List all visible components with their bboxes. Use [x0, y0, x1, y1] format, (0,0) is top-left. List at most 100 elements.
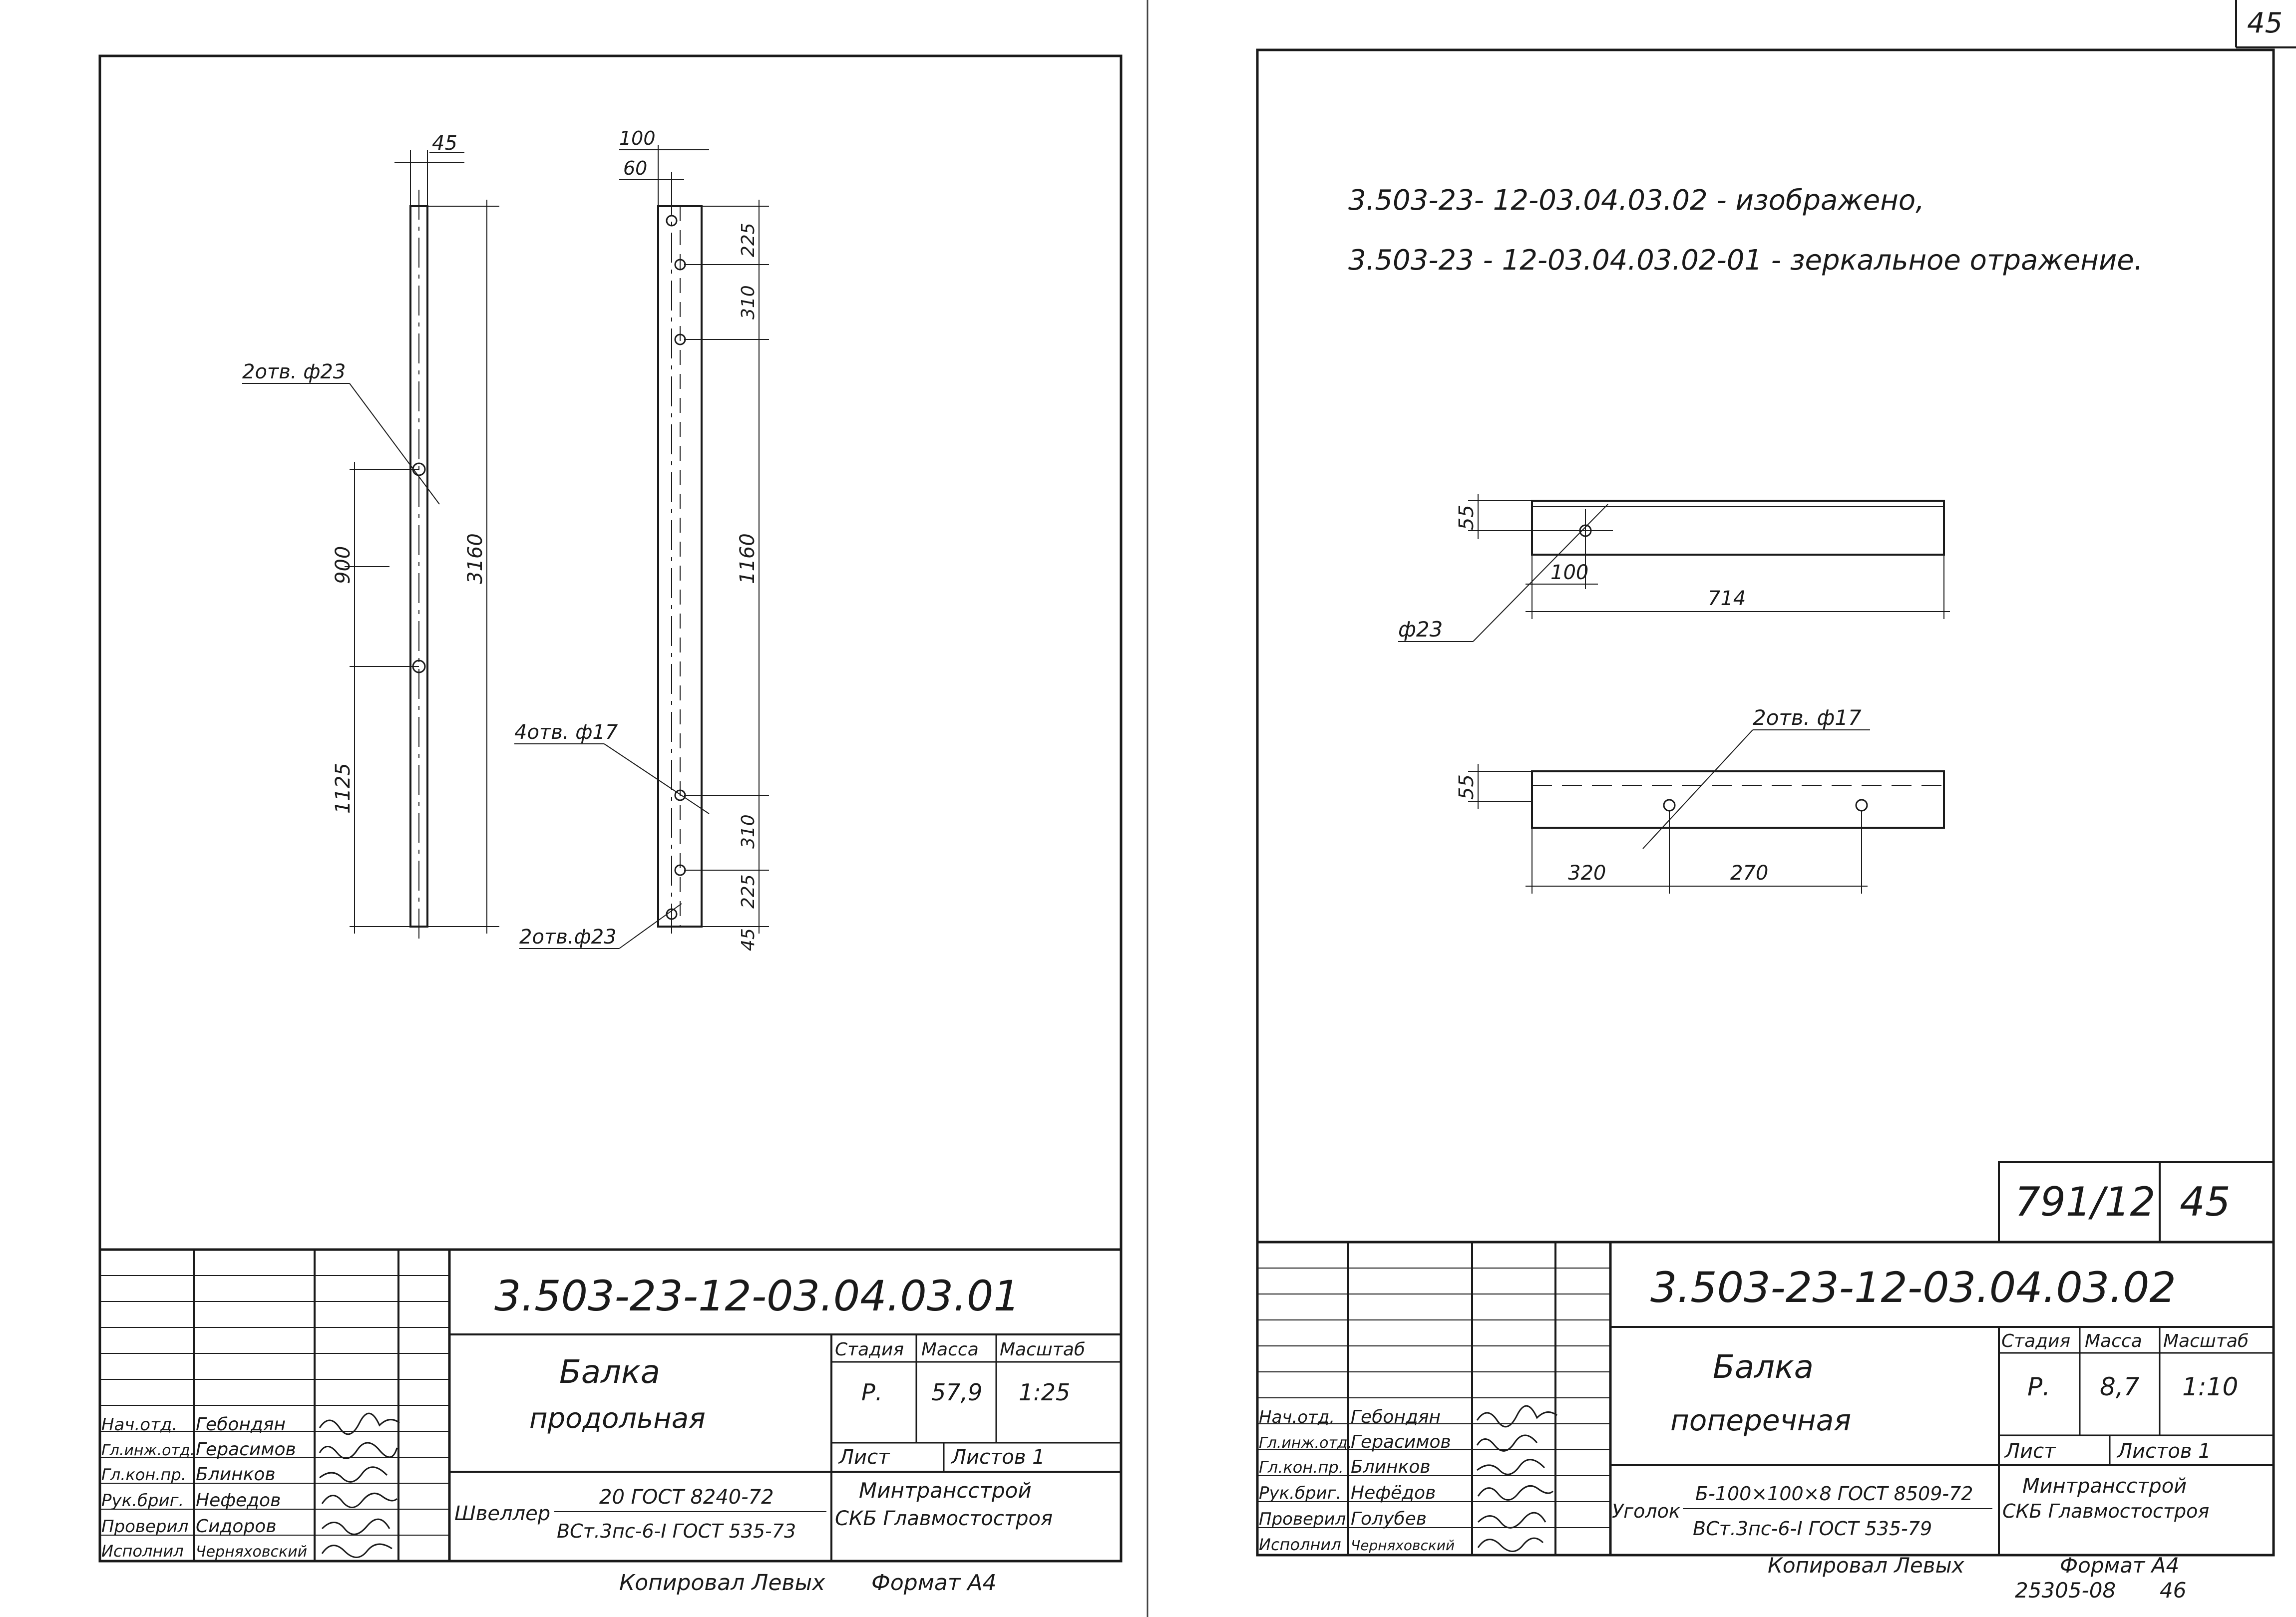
right-role-1: Гл.инж.отд.: [1259, 1434, 1352, 1452]
dim-a-1125: 1125: [332, 763, 355, 814]
left-scale: 1:25: [1019, 1379, 1070, 1406]
right-footer-code: 25305-08: [2015, 1578, 2116, 1603]
right-name-1: Герасимов: [1351, 1432, 1451, 1452]
right-note-line1: 3.503-23- 12-03.04.03.02 - изображено,: [1348, 184, 1924, 217]
right-org-line1: Минтрансстрой: [2022, 1475, 2187, 1498]
hole-note-a: 2отв. ф23: [242, 360, 346, 383]
left-role-3: Рук.бриг.: [101, 1491, 184, 1511]
left-role-1: Гл.инж.отд.: [101, 1442, 195, 1459]
right-stage: Р.: [2027, 1372, 2050, 1401]
signature-r3: [1477, 1485, 1554, 1501]
right-scale: 1:10: [2182, 1372, 2238, 1401]
dim-top-100: 100: [1550, 561, 1588, 584]
left-designation: 3.503-23-12-03.04.03.01: [494, 1272, 1020, 1320]
right-name-5: Черняховский: [1351, 1537, 1455, 1554]
angle-bottom-hole-1: [1663, 799, 1676, 812]
left-footer-format: Формат А4: [871, 1570, 997, 1596]
right-role-3: Рук.бриг.: [1259, 1483, 1341, 1503]
right-role-2: Гл.кон.пр.: [1259, 1458, 1344, 1477]
left-role-0: Нач.отд.: [101, 1415, 177, 1435]
dim-bottom-270: 270: [1730, 862, 1768, 885]
left-drawing-b: 100 60 225 310 1160 310 225 45 4отв. ф17…: [514, 127, 769, 951]
left-hdr-scale: Масштаб: [1000, 1339, 1085, 1360]
left-drawing-a: 45 3160 900 1125 2отв. ф23: [242, 132, 499, 939]
signature-r0: [1476, 1405, 1557, 1428]
right-title-block: 3.503-23-12-03.04.03.02 Балка поперечная…: [1257, 1241, 2274, 1555]
left-name-line2: продольная: [529, 1402, 706, 1435]
hole-note-b-23: 2отв.ф23: [519, 926, 617, 949]
left-mass: 57,9: [931, 1379, 982, 1406]
signature-r1: [1476, 1434, 1538, 1452]
dim-top-55: 55: [1455, 505, 1478, 530]
right-role-5: Исполнил: [1259, 1535, 1341, 1554]
signature-2: [319, 1466, 388, 1483]
stamp-page: 45: [2180, 1179, 2231, 1225]
left-name-2: Блинков: [196, 1464, 276, 1485]
right-name-2: Блинков: [1351, 1457, 1431, 1477]
angle-bottom-hole-2: [1855, 799, 1868, 812]
hole-note-top: ф23: [1398, 617, 1443, 642]
left-name-5: Черняховский: [196, 1543, 307, 1561]
hole-b-1: [666, 215, 678, 227]
right-designation: 3.503-23-12-03.04.03.02: [1650, 1263, 2176, 1312]
right-material-line2: ВСт.3пс-6-I ГОСТ 535-79: [1693, 1518, 1932, 1540]
right-name-0: Гебондян: [1351, 1407, 1441, 1427]
stamp-number: 791/12: [2015, 1179, 2155, 1225]
right-hdr-stage: Стадия: [2001, 1331, 2070, 1351]
signature-r2: [1477, 1459, 1545, 1475]
left-name-line1: Балка: [559, 1354, 660, 1391]
left-hdr-stage: Стадия: [835, 1339, 904, 1360]
left-footer-copied: Копировал Левых: [619, 1570, 825, 1596]
dim-bottom-55: 55: [1455, 774, 1478, 800]
right-footer-copied: Копировал Левых: [1768, 1553, 1965, 1578]
dim-b-225-bot: 225: [738, 874, 759, 909]
dim-a-900: 900: [332, 546, 355, 584]
dim-top-714: 714: [1708, 587, 1746, 610]
signature-5: [321, 1543, 392, 1558]
left-sheets-label: Листов 1: [950, 1446, 1045, 1469]
left-hdr-mass: Масса: [921, 1339, 979, 1360]
right-name-4: Голубев: [1351, 1509, 1427, 1529]
angle-bottom-outline: [1531, 770, 1945, 829]
angle-top-outline: [1531, 500, 1945, 556]
dim-b-45: 45: [738, 928, 759, 951]
right-note-line2: 3.503-23 - 12-03.04.03.02-01 - зеркально…: [1348, 244, 2143, 277]
dim-a-width: 45: [432, 132, 457, 155]
dim-a-3160: 3160: [464, 533, 487, 584]
right-material-line1: Б-100×100×8 ГОСТ 8509-72: [1695, 1483, 1973, 1505]
right-role-0: Нач.отд.: [1259, 1407, 1335, 1427]
left-role-4: Проверил: [101, 1517, 188, 1537]
signature-0: [319, 1412, 400, 1435]
left-name-0: Гебондян: [196, 1414, 286, 1435]
signature-r4: [1477, 1512, 1546, 1529]
right-drawing-top: 55 100 714 ф23: [1398, 494, 1950, 642]
left-role-5: Исполнил: [101, 1542, 184, 1561]
dim-b-310-top: 310: [738, 285, 759, 320]
left-role-2: Гл.кон.пр.: [101, 1465, 186, 1484]
right-hdr-scale: Масштаб: [2163, 1331, 2249, 1351]
dim-b-225-top: 225: [738, 223, 759, 257]
page-corner-number: 45: [2247, 7, 2283, 39]
dim-b-1160: 1160: [736, 533, 759, 584]
left-material-type: Швеллер: [454, 1502, 550, 1525]
left-name-3: Нефедов: [196, 1490, 281, 1511]
right-mass: 8,7: [2100, 1372, 2140, 1401]
right-name-line2: поперечная: [1670, 1403, 1851, 1437]
left-stage: Р.: [861, 1379, 882, 1406]
left-org-line2: СКБ Главмостостроя: [835, 1507, 1053, 1530]
dim-b-310-bot: 310: [738, 814, 759, 849]
left-sheet-label: Лист: [838, 1446, 890, 1469]
left-material-line1: 20 ГОСТ 8240-72: [599, 1486, 774, 1509]
left-name-1: Герасимов: [196, 1439, 296, 1460]
right-org-line2: СКБ Главмостостроя: [2002, 1500, 2209, 1522]
right-hdr-mass: Масса: [2085, 1331, 2142, 1351]
signature-1: [319, 1442, 398, 1459]
left-name-4: Сидоров: [196, 1516, 277, 1537]
hole-note-b-17: 4отв. ф17: [514, 721, 618, 744]
left-org-line1: Минтрансстрой: [859, 1478, 1032, 1503]
right-material-type: Уголок: [1612, 1500, 1680, 1522]
signature-3: [321, 1492, 398, 1508]
dim-b-60: 60: [623, 157, 647, 179]
left-material-line2: ВСт.3пс-6-I ГОСТ 535-73: [557, 1520, 796, 1542]
